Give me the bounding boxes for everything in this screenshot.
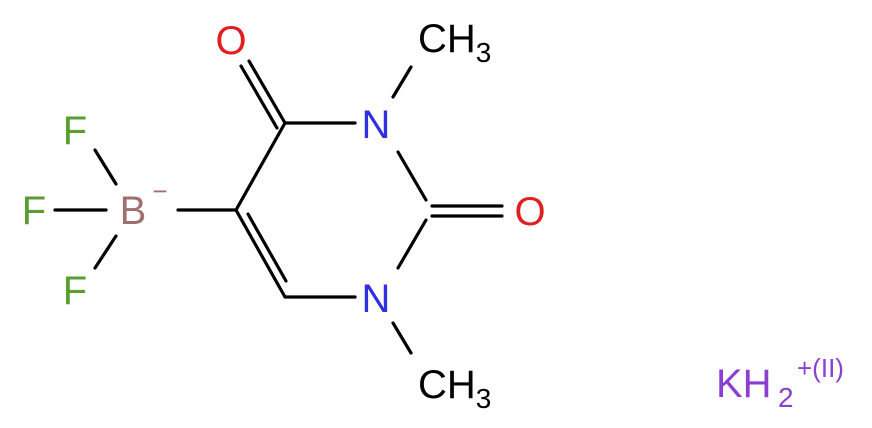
counterion-subscript: 2 (778, 382, 794, 413)
atom-nitrogen-top: N (362, 103, 391, 147)
bond-c4-o-b (239, 64, 279, 130)
bond-b-f-top (93, 148, 118, 186)
bond-n3-c2 (396, 150, 428, 202)
bond-c6-c5-a (234, 208, 287, 299)
counterion-element: KH (716, 362, 772, 406)
atom-nitrogen-bot: N (362, 277, 391, 321)
atom-oxygen-right: O (514, 190, 545, 234)
methyl-top: CH3 (418, 17, 491, 68)
atom-labels: F F F B − O O N N CH3 CH3 (22, 17, 546, 414)
atom-f-bot: F (63, 269, 87, 313)
methyl-top-ch: CH (418, 17, 476, 61)
bond-c4-o-a (247, 59, 287, 125)
bond-c2-n1 (396, 218, 428, 270)
bond-n1-methyl (391, 321, 413, 355)
boron-charge: − (152, 176, 167, 206)
atom-boron: B (120, 189, 147, 233)
bond-c5-c4 (234, 121, 287, 212)
methyl-bot-ch: CH (418, 363, 476, 407)
bonds (53, 59, 504, 355)
atom-oxygen-top: O (215, 19, 246, 63)
counterion-charge: +(II) (797, 353, 844, 383)
atom-f-mid: F (22, 189, 46, 233)
bond-c6-c5-b (246, 212, 288, 283)
methyl-bot: CH3 (418, 363, 491, 414)
bond-n3-methyl (391, 65, 413, 99)
atom-f-top: F (63, 109, 87, 153)
counterion: KH 2 +(II) (716, 353, 844, 413)
bond-b-f-bot (93, 234, 118, 270)
methyl-bot-subscript: 3 (476, 383, 492, 414)
methyl-top-subscript: 3 (476, 37, 492, 68)
